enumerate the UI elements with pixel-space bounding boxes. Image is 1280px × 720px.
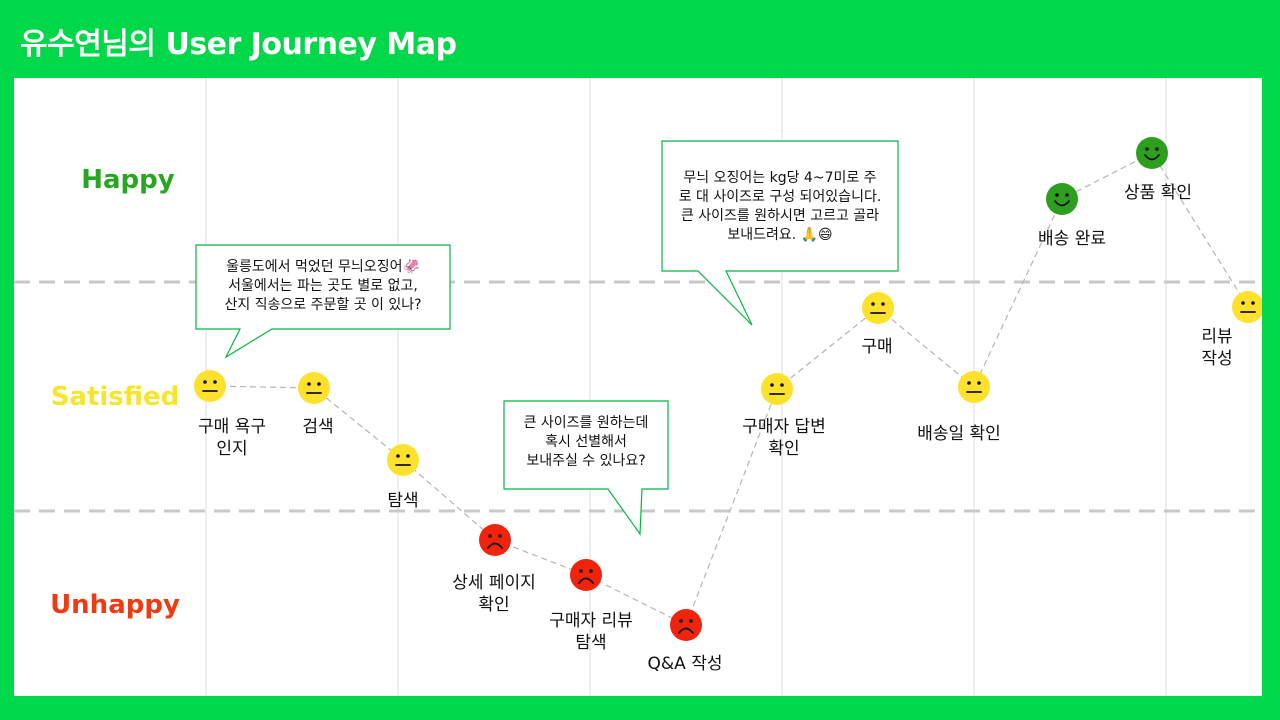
- step-label: 배송 완료: [1038, 229, 1106, 249]
- speech-bubble: [195, 244, 451, 359]
- zone-label-happy: Happy: [81, 165, 175, 195]
- step-label: 탐색: [387, 491, 419, 511]
- neutral-face-icon: [761, 373, 793, 405]
- neutral-face-icon: [298, 372, 330, 404]
- speech-bubble-text: 큰 사이즈를 원하는데 혹시 선별해서 보내주실 수 있나요?: [523, 415, 649, 469]
- step-label: 구매자 답변 확인: [742, 417, 826, 459]
- journey-map-board: Happy Satisfied Unhappy 구매 욕구 인지 검색 탐색 상…: [14, 78, 1262, 696]
- sad-face-icon: [570, 559, 602, 591]
- speech-bubble: [661, 140, 899, 326]
- speech-bubble-text: 무늬 오징어는 kg당 4~7미로 주 로 대 사이즈로 구성 되어있습니다. …: [678, 170, 882, 243]
- step-label: 검색: [302, 417, 334, 437]
- page-title: 유수연님의 User Journey Map: [20, 27, 457, 62]
- neutral-face-icon: [387, 444, 419, 476]
- step-label: 배송일 확인: [917, 424, 1001, 444]
- sad-face-icon: [479, 524, 511, 556]
- step-label: 상품 확인: [1124, 183, 1192, 203]
- step-label: 구매 욕구 인지: [198, 417, 266, 459]
- zone-label-satisfied: Satisfied: [50, 382, 180, 412]
- step-label: 리뷰 작성: [1201, 327, 1233, 369]
- sad-face-icon: [670, 609, 702, 641]
- step-label: Q&A 작성: [647, 654, 723, 674]
- step-label: 구매자 리뷰 탐색: [549, 611, 633, 653]
- neutral-face-icon: [958, 371, 990, 403]
- neutral-face-icon: [862, 292, 894, 324]
- speech-bubble: [503, 400, 669, 536]
- neutral-face-icon: [1232, 291, 1262, 323]
- zone-label-unhappy: Unhappy: [50, 590, 180, 620]
- happy-face-icon: [1046, 183, 1078, 215]
- speech-bubble-text: 울릉도에서 먹었던 무늬오징어🦑 서울에서는 파는 곳도 별로 없고, 산지 직…: [224, 259, 422, 313]
- step-label: 상세 페이지 확인: [452, 573, 536, 615]
- journey-connector-line: [209, 152, 1249, 626]
- neutral-face-icon: [194, 370, 226, 402]
- happy-face-icon: [1136, 137, 1168, 169]
- step-label: 구매: [861, 337, 893, 357]
- journey-map-canvas: [14, 78, 1262, 696]
